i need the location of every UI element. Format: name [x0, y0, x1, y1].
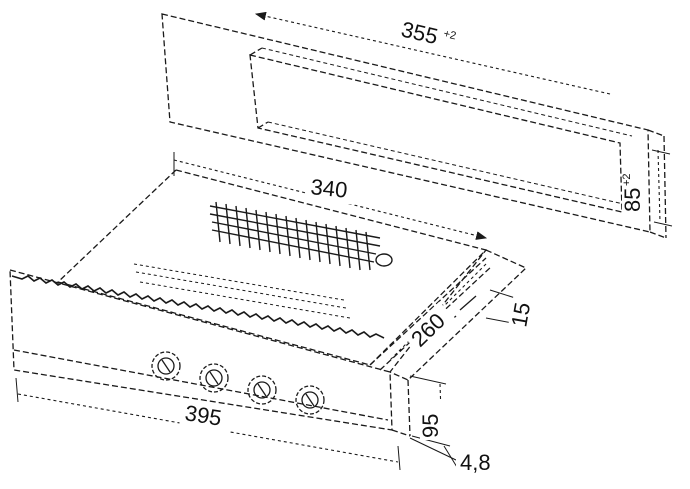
dim-4-8: 4,8 [409, 437, 504, 475]
dim-395: 395 [15, 377, 401, 471]
dim-15: 15 [485, 287, 539, 332]
knob-1 [151, 351, 181, 381]
cutout-frame [161, 13, 667, 239]
knob-4 [295, 385, 325, 415]
dim-95: 95 [409, 375, 451, 447]
cutout-inner-lines [261, 47, 633, 207]
dim-395-value: 395 [183, 400, 223, 430]
front-knobs [151, 351, 325, 415]
dim-85-value: 85 [620, 188, 645, 212]
knob-3 [247, 375, 277, 405]
device-body [9, 169, 528, 437]
dim-85: 85 +2 [620, 149, 673, 227]
dim-95-value: 95 [418, 414, 443, 438]
dim-260: 260 [389, 263, 487, 361]
knob-2 [199, 363, 229, 393]
dim-340-value: 340 [309, 174, 348, 203]
dim-355-label: 355 +2 [394, 15, 463, 56]
dim-355-tolerance: +2 [442, 28, 457, 43]
dim-85-tolerance: +2 [621, 173, 633, 186]
dim-340-label: 340 [305, 173, 358, 205]
dim-355-arrow [254, 11, 611, 95]
top-vent-grille [209, 201, 393, 271]
front-heatsink-teeth [11, 275, 385, 339]
dim-15-value: 15 [506, 300, 535, 328]
top-face-hatch [133, 263, 351, 319]
dim-4-8-value: 4,8 [460, 450, 491, 475]
dim-355-value: 355 [399, 17, 440, 50]
